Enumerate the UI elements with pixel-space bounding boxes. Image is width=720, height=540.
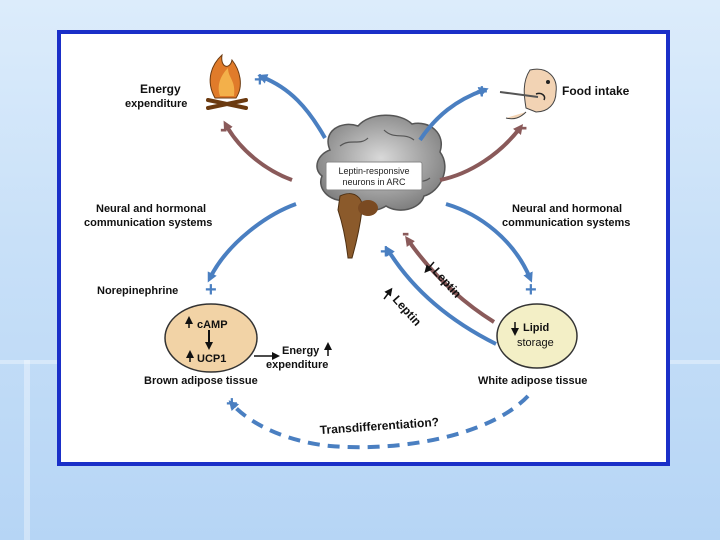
arrow-brain-to-food-intake	[418, 86, 489, 142]
label-neural-right-2: communication systems	[502, 217, 630, 229]
label-energy-mid-1: Energy	[282, 345, 320, 357]
face-eating-icon	[499, 68, 557, 120]
flame-icon	[206, 53, 248, 110]
label-brain-1: Leptin-responsive	[338, 166, 409, 176]
plus-sign-energy: +	[254, 69, 266, 91]
plus-sign-leptin-high: +	[380, 241, 392, 263]
diagram-frame	[57, 30, 670, 466]
minus-sign-energy: -	[220, 116, 227, 141]
plus-sign-white-adipose: +	[525, 279, 537, 301]
label-brown-adipose: Brown adipose tissue	[144, 375, 258, 387]
plus-sign-transdifferentiation: +	[226, 393, 238, 415]
arrow-white-adipose-leptin-high	[385, 245, 497, 346]
label-neural-right-1: Neural and hormonal	[512, 203, 622, 215]
label-energy-top-1: Energy	[140, 82, 181, 96]
label-transdifferentiation: Transdifferentiation?	[319, 415, 439, 437]
down-arrow-leptin	[424, 261, 435, 274]
arrow-brain-to-white-adipose	[445, 202, 533, 283]
label-brain-2: neurons in ARC	[342, 177, 406, 187]
label-leptin-down: Leptin	[430, 265, 464, 301]
label-leptin-up: Leptin	[390, 293, 424, 329]
label-energy-top-2: expenditure	[125, 98, 187, 110]
label-energy-mid-2: expenditure	[266, 359, 328, 371]
label-ucp1: UCP1	[197, 353, 226, 365]
label-neural-left-1: Neural and hormonal	[96, 203, 206, 215]
label-norepinephrine: Norepinephrine	[97, 285, 178, 297]
background-stripe-left	[24, 360, 30, 540]
minus-sign-food: -	[520, 114, 527, 139]
arrow-brain-to-energy-expenditure-inhibit	[223, 120, 293, 182]
arrow-white-adipose-leptin-low	[405, 235, 496, 324]
minus-sign-leptin-low: -	[402, 220, 409, 245]
label-neural-left-2: communication systems	[84, 217, 212, 229]
arrow-brain-to-food-intake-inhibit	[439, 124, 524, 182]
label-camp: cAMP	[197, 319, 228, 331]
label-storage: storage	[517, 337, 554, 349]
arrow-brain-to-brown-adipose	[207, 202, 297, 283]
arrow-transdifferentiation	[228, 394, 530, 450]
label-food-intake: Food intake	[562, 84, 630, 98]
up-arrow-leptin	[383, 287, 393, 300]
plus-sign-food: +	[476, 81, 488, 103]
arrow-brain-to-energy-expenditure	[257, 74, 327, 139]
white-adipose-oval	[496, 303, 578, 369]
label-lipid: Lipid	[523, 322, 549, 334]
plus-sign-brown-adipose: +	[205, 279, 217, 301]
label-white-adipose: White adipose tissue	[478, 375, 587, 387]
brain-illustration	[316, 114, 446, 259]
